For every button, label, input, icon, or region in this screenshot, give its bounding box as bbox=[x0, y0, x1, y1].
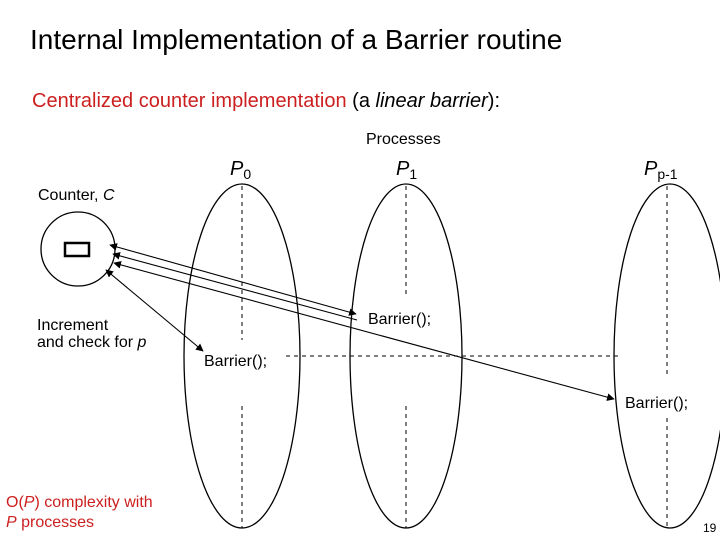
arrow-counter-to-process-p1 bbox=[113, 261, 615, 401]
process-0-barrier-label: Barrier(); bbox=[204, 353, 267, 370]
subtitle-part-4: ): bbox=[487, 90, 500, 112]
note-line-2-var: P bbox=[6, 514, 17, 531]
page-number: 19 bbox=[703, 521, 717, 535]
counter-label-var: C bbox=[103, 187, 115, 204]
process-1-name: P bbox=[396, 158, 410, 180]
complexity-note-line-2: P processes bbox=[6, 513, 153, 533]
complexity-note: O(P) complexity with P processes bbox=[6, 493, 153, 533]
complexity-note-line-1: O(P) complexity with bbox=[6, 493, 153, 513]
slide-subtitle: Centralized counter implementation (a li… bbox=[32, 90, 500, 113]
process-p1-barrier-label: Barrier(); bbox=[625, 395, 688, 412]
counter-register bbox=[63, 241, 91, 258]
note-line-1-var: P bbox=[23, 494, 35, 511]
process-0-label: P0 bbox=[230, 158, 251, 182]
process-0-subscript: 0 bbox=[243, 166, 251, 182]
increment-line-2-var: p bbox=[137, 334, 147, 351]
subtitle-part-2: (a bbox=[346, 90, 376, 112]
process-p1-label: Pp-1 bbox=[644, 158, 678, 182]
slide-title: Internal Implementation of a Barrier rou… bbox=[30, 24, 563, 55]
processes-label: Processes bbox=[366, 131, 441, 148]
arrow-counter-to-process-1-b bbox=[112, 252, 358, 321]
process-1-barrier-label: Barrier(); bbox=[368, 311, 431, 328]
counter-label: Counter, C bbox=[38, 187, 115, 204]
increment-line-1: Increment bbox=[37, 317, 109, 334]
process-1-subscript: 1 bbox=[409, 166, 417, 182]
process-p1-name: P bbox=[644, 158, 658, 180]
process-p1-subscript: p-1 bbox=[657, 166, 677, 182]
process-1-label: P1 bbox=[396, 158, 417, 182]
note-line-1-prefix: O( bbox=[6, 494, 24, 511]
subtitle-part-1: Centralized counter implementation bbox=[32, 90, 347, 112]
process-0-name: P bbox=[230, 158, 244, 180]
increment-line-2: and check for p bbox=[37, 334, 147, 351]
note-line-1-suffix: ) complexity with bbox=[34, 494, 153, 511]
subtitle-part-3: linear barrier bbox=[375, 90, 488, 112]
increment-line-2-prefix: and check for bbox=[37, 334, 138, 351]
note-line-2-suffix: processes bbox=[16, 514, 95, 531]
counter-label-prefix: Counter, bbox=[38, 187, 103, 204]
